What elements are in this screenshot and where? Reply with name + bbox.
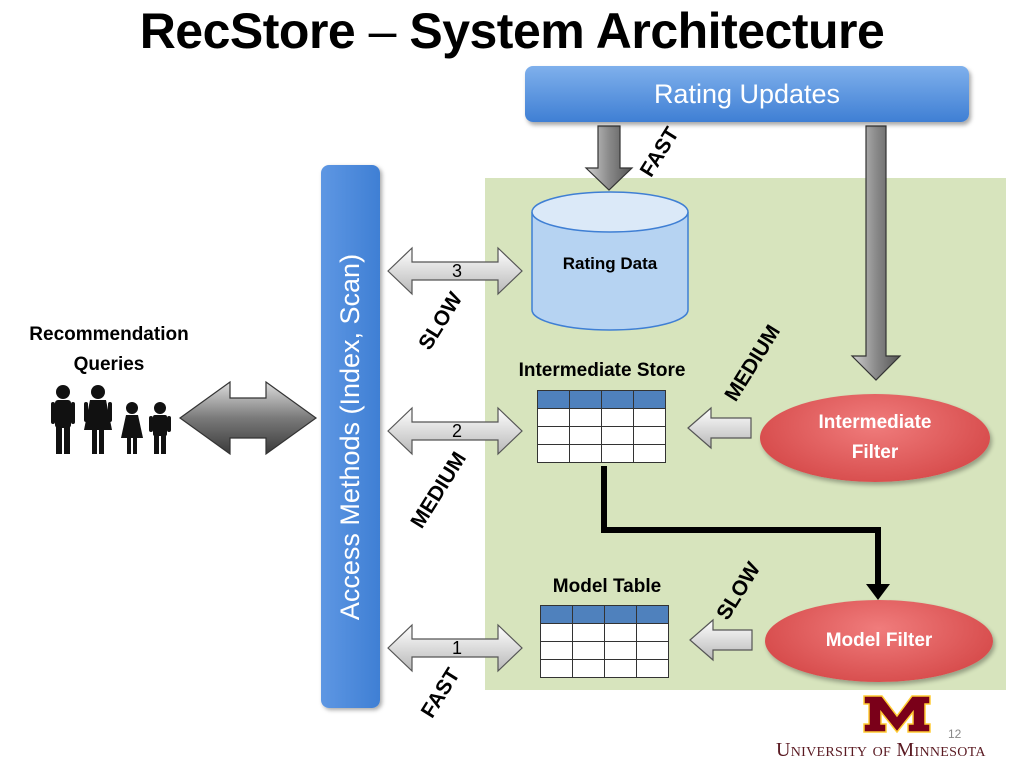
store-to-model-filter-connector [601,466,881,588]
database-icon [531,191,689,331]
model-filter-label: Model Filter [825,630,933,651]
queries-label-line2: Queries [73,354,145,375]
access-methods-label: Access Methods (Index, Scan) [335,253,365,621]
title-dash: – [368,3,397,59]
people-icon [51,385,171,454]
double-arrow-3 [387,246,523,296]
double-arrow-2 [387,406,523,456]
intermediate-filter-line2: Filter [851,442,899,463]
intermediate-filter: Intermediate Filter [760,394,990,482]
title-part-recstore: RecStore [139,3,356,59]
queries-label-line1: Recommendation [29,324,189,345]
rating-data-label: Rating Data [562,254,658,273]
title-part-system-architecture: System Architecture [409,3,885,59]
rating-updates-bar: Rating Updates [525,66,969,122]
model-table-grid-icon [540,605,669,678]
intermediate-filter-line1: Intermediate [818,412,932,433]
updates-to-rating-data-arrow [584,125,634,191]
model-filter-to-table-arrow [689,618,753,662]
double-arrow-1 [387,623,523,673]
university-name: University of Minnesota [776,739,986,762]
arrow-number-3: 3 [451,261,462,281]
updates-to-intermediate-filter-arrow [850,125,902,381]
queries-label: Recommendation Queries [6,320,212,380]
store-to-model-filter-arrowhead [866,584,890,600]
intermediate-store-label: Intermediate Store [518,360,686,381]
page-title: RecStore – System Architecture [0,2,1024,60]
university-m-logo [863,695,931,734]
arrow-number-2: 2 [451,421,462,441]
slide-number: 12 [948,727,962,741]
university-name-text: University of Minnesota [776,739,986,761]
model-table-label: Model Table [552,576,662,597]
intermediate-filter-to-store-arrow [687,406,752,450]
model-filter: Model Filter [765,600,993,682]
queries-double-arrow [178,380,318,456]
rating-updates-label: Rating Updates [653,79,841,109]
arrow-number-1: 1 [451,638,462,658]
table-grid-icon [537,390,666,463]
access-methods-bar [321,165,380,708]
